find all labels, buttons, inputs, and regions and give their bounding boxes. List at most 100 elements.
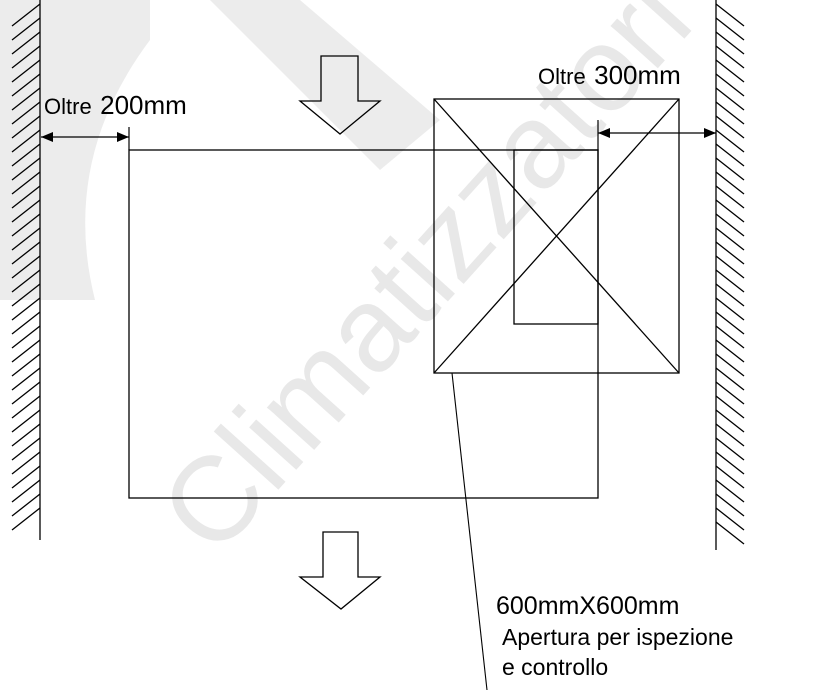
right-wall-hatch-line <box>715 437 745 461</box>
right-wall-hatch-line <box>715 3 745 27</box>
left-wall-hatch-line <box>11 115 41 139</box>
left-wall-hatch-line <box>11 199 41 223</box>
left-wall-hatch-line <box>11 17 41 41</box>
right-wall-hatch-line <box>715 255 745 279</box>
right-wall-hatch-line <box>715 521 745 545</box>
left-wall-hatch-line <box>11 311 41 335</box>
control-box-outline <box>513 149 599 325</box>
right-wall-hatch-line <box>715 395 745 419</box>
right-wall-hatch-line <box>715 507 745 531</box>
right-wall-hatch-line <box>715 199 745 223</box>
right-wall-hatch-line <box>715 17 745 41</box>
right-clearance-value: 300mm <box>594 60 681 90</box>
left-wall <box>11 0 41 540</box>
air-outlet-arrow <box>298 531 382 610</box>
left-wall-hatch-line <box>11 437 41 461</box>
inspection-opening-frame <box>433 98 680 374</box>
right-wall-hatch-line <box>715 493 745 517</box>
right-clearance-arrowhead-right <box>704 128 716 138</box>
right-wall-hatch-line <box>715 115 745 139</box>
right-wall-hatch-line <box>715 423 745 447</box>
right-wall-hatch-line <box>715 283 745 307</box>
right-wall-hatch-line <box>715 409 745 433</box>
left-wall-hatching <box>11 3 41 531</box>
left-wall-hatch-line <box>11 451 41 475</box>
left-clearance-label: Oltre 200mm <box>44 90 187 120</box>
right-wall-hatch-line <box>715 479 745 503</box>
right-wall-hatch-line <box>715 213 745 237</box>
right-clearance-prefix: Oltre <box>538 64 586 89</box>
left-wall-hatch-line <box>11 227 41 251</box>
left-wall-hatch-line <box>11 73 41 97</box>
watermark-logo-shape <box>0 0 150 300</box>
right-wall <box>715 0 745 550</box>
left-clearance-arrowhead-left <box>41 132 53 142</box>
left-wall-hatch-line <box>11 3 41 27</box>
left-wall-hatch-line <box>11 31 41 55</box>
air-inlet-arrow <box>298 55 382 135</box>
left-wall-hatch-line <box>11 339 41 363</box>
left-wall-hatch-line <box>11 171 41 195</box>
left-clearance-arrowhead-right <box>117 132 129 142</box>
opening-caption-line-1: Apertura per ispezione <box>502 624 733 650</box>
left-wall-hatch-line <box>11 157 41 181</box>
right-wall-hatch-line <box>715 325 745 349</box>
left-wall-hatch-line <box>11 143 41 167</box>
left-wall-hatch-line <box>11 283 41 307</box>
right-wall-hatch-line <box>715 157 745 181</box>
right-wall-hatch-line <box>715 367 745 391</box>
right-wall-hatch-line <box>715 311 745 335</box>
right-wall-hatch-line <box>715 227 745 251</box>
inspection-opening-diagonal-2 <box>433 98 680 374</box>
left-wall-hatch-line <box>11 381 41 405</box>
left-wall-hatch-line <box>11 297 41 321</box>
right-clearance-dimension <box>597 120 716 150</box>
right-wall-hatch-line <box>715 339 745 363</box>
right-wall-hatch-line <box>715 185 745 209</box>
right-wall-hatch-line <box>715 143 745 167</box>
left-wall-hatch-line <box>11 241 41 265</box>
left-wall-hatch-line <box>11 325 41 349</box>
right-wall-hatch-line <box>715 101 745 125</box>
right-wall-hatch-line <box>715 465 745 489</box>
left-wall-hatch-line <box>11 255 41 279</box>
right-clearance-label: Oltre 300mm <box>538 60 681 90</box>
left-wall-hatch-line <box>11 367 41 391</box>
right-wall-hatch-line <box>715 381 745 405</box>
left-clearance-value: 200mm <box>100 90 187 120</box>
right-wall-hatch-line <box>715 353 745 377</box>
right-clearance-arrowhead-left <box>598 128 610 138</box>
left-wall-hatch-line <box>11 353 41 377</box>
right-wall-hatch-line <box>715 59 745 83</box>
left-clearance-prefix: Oltre <box>44 94 92 119</box>
opening-leader-line <box>451 372 488 690</box>
watermark-logo-stroke <box>210 0 440 170</box>
right-wall-hatching <box>715 3 745 545</box>
left-wall-hatch-line <box>11 185 41 209</box>
inspection-opening <box>433 98 680 374</box>
left-wall-hatch-line <box>11 269 41 293</box>
right-wall-hatch-line <box>715 73 745 97</box>
right-wall-hatch-line <box>715 129 745 153</box>
opening-size-label: 600mmX600mm <box>496 592 679 620</box>
right-wall-hatch-line <box>715 171 745 195</box>
left-wall-hatch-line <box>11 395 41 419</box>
left-wall-hatch-line <box>11 409 41 433</box>
left-wall-hatch-line <box>11 129 41 153</box>
left-wall-hatch-line <box>11 213 41 237</box>
left-clearance-dimension <box>41 127 130 150</box>
opening-caption-line-2: e controllo <box>502 654 608 680</box>
right-wall-hatch-line <box>715 269 745 293</box>
left-wall-hatch-line <box>11 101 41 125</box>
left-wall-hatch-line <box>11 493 41 517</box>
right-wall-hatch-line <box>715 451 745 475</box>
right-wall-hatch-line <box>715 87 745 111</box>
left-wall-hatch-line <box>11 479 41 503</box>
left-wall-hatch-line <box>11 507 41 531</box>
left-wall-hatch-line <box>11 87 41 111</box>
left-wall-hatch-line <box>11 45 41 69</box>
left-wall-hatch-line <box>11 423 41 447</box>
right-wall-hatch-line <box>715 297 745 321</box>
